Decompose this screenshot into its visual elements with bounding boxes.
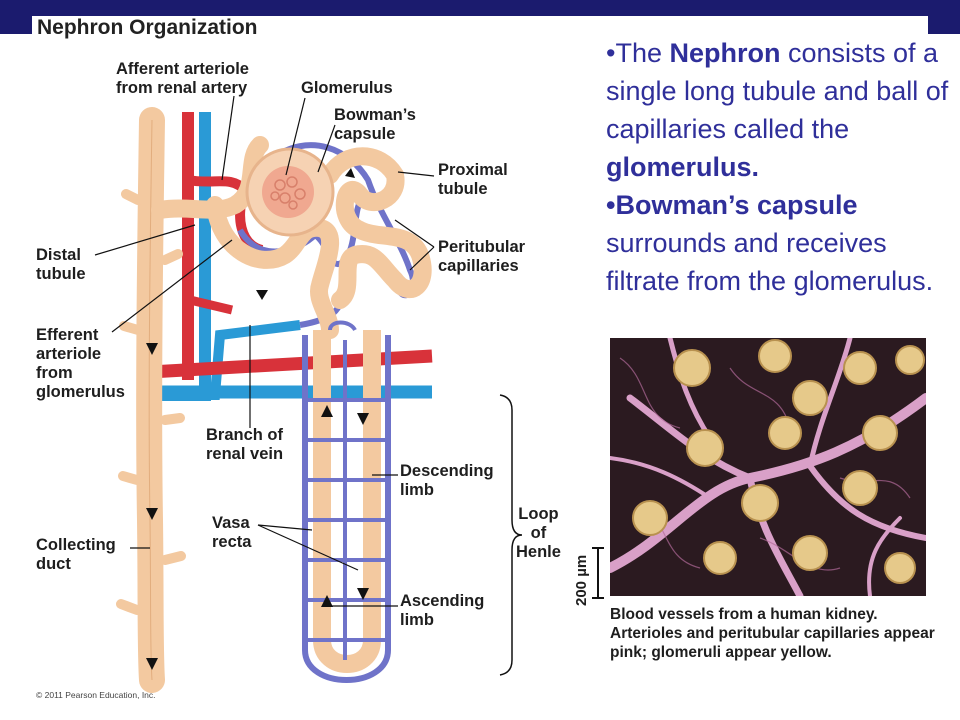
bullet-text: surrounds and receives filtrate from the… — [606, 228, 934, 296]
label-line: Afferent arteriole — [116, 60, 249, 78]
label-collecting-duct: Collecting duct — [36, 536, 116, 574]
page-title: Nephron Organization — [37, 16, 258, 39]
loop-brace — [499, 394, 523, 676]
label-line: arteriole — [36, 345, 102, 363]
label-line: from renal artery — [116, 79, 248, 97]
label-line: Branch of — [206, 426, 284, 444]
label-line: tubule — [438, 180, 488, 198]
label-distal-tubule: Distal tubule — [36, 246, 86, 284]
label-glomerulus: Glomerulus — [301, 79, 393, 97]
label-peritubular-capillaries: Peritubular capillaries — [438, 238, 525, 276]
label-line: tubule — [36, 265, 86, 283]
label-line: Collecting — [36, 536, 116, 554]
label-line: limb — [400, 481, 434, 499]
top-title-bar — [0, 0, 960, 16]
label-proximal-tubule: Proximal tubule — [438, 161, 508, 199]
label-line: Efferent — [36, 326, 99, 344]
label-line: capillaries — [438, 257, 519, 275]
copyright-notice: © 2011 Pearson Education, Inc. — [36, 690, 156, 700]
label-bowmans-capsule: Bowman’s capsule — [334, 106, 416, 144]
explanation-text: •The Nephron consists of a single long t… — [606, 34, 956, 300]
label-line: glomerulus — [36, 383, 125, 401]
bullet-nephron: •The Nephron consists of a single long t… — [606, 34, 956, 186]
distal-tubule — [151, 136, 269, 219]
bullet-bold-term: Nephron — [669, 38, 781, 68]
label-line: of — [530, 524, 547, 542]
top-left-corner-block — [0, 0, 32, 34]
label-line: recta — [212, 533, 252, 551]
label-line: limb — [400, 611, 434, 629]
glomerulus — [262, 166, 314, 218]
bullet-text: consists of a single long tubule and bal… — [606, 38, 949, 144]
label-line: Bowman’s — [334, 106, 416, 124]
label-line: Vasa — [212, 514, 250, 532]
label-line: Loop — [518, 505, 559, 523]
flow-arrows — [146, 168, 369, 670]
label-branch-of-renal-vein: Branch of renal vein — [206, 426, 283, 464]
label-line: Peritubular — [438, 238, 526, 256]
label-line: Henle — [516, 543, 561, 561]
label-vasa-recta: Vasa recta — [212, 514, 251, 552]
kidney-micrograph — [610, 338, 926, 596]
proximal-tubule — [321, 147, 432, 309]
label-line: capsule — [334, 125, 396, 143]
label-line: Proximal — [438, 161, 508, 179]
label-descending-limb: Descending limb — [400, 462, 494, 500]
bullet-bold-term: •Bowman’s capsule — [606, 190, 858, 220]
label-line: from — [36, 364, 73, 382]
top-right-corner-block — [928, 0, 960, 34]
label-line: Distal — [36, 246, 81, 264]
loop-tube-outer — [313, 330, 381, 673]
label-line: Ascending — [400, 592, 485, 610]
label-line: duct — [36, 555, 71, 573]
glomerulus-texture — [270, 176, 306, 210]
label-loop-of-henle: Loop of Henle — [516, 505, 561, 562]
artery-to-right — [188, 295, 234, 315]
label-afferent-arteriole: Afferent arteriole from renal artery — [116, 60, 249, 98]
bullet-text: •The — [606, 38, 670, 68]
label-efferent-arteriole: Efferent arteriole from glomerulus — [36, 326, 125, 402]
label-ascending-limb: Ascending limb — [400, 592, 484, 630]
micrograph-scale-label: 200 µm — [573, 554, 590, 606]
distal-convolution — [206, 196, 339, 339]
micrograph-caption: Blood vessels from a human kidney. Arter… — [610, 606, 935, 661]
label-line: renal vein — [206, 445, 284, 463]
scale-bar — [592, 547, 604, 599]
bullet-bold-term: glomerulus. — [606, 152, 760, 182]
bullet-bowmans: •Bowman’s capsule surrounds and receives… — [606, 186, 956, 300]
label-line: Descending — [400, 462, 494, 480]
vasa-recta-outer — [302, 335, 391, 683]
